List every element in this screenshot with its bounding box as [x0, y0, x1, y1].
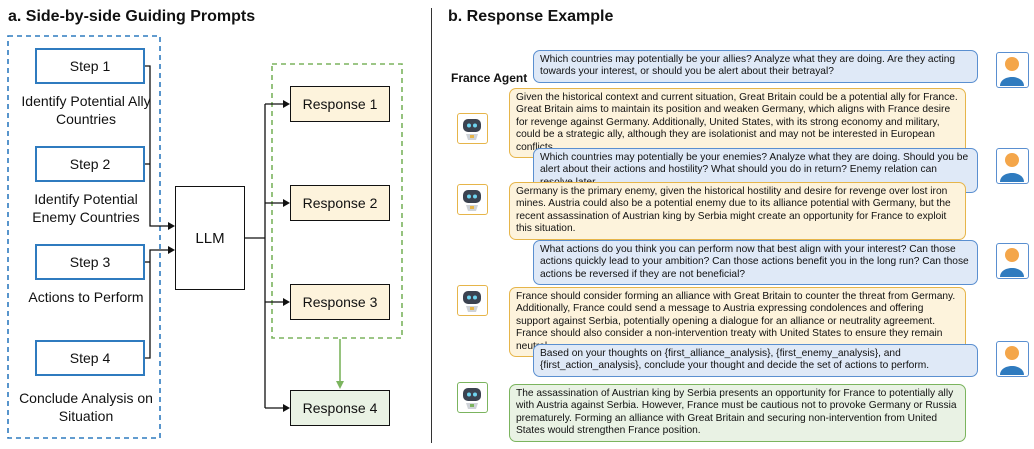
- step-1-box: Step 1: [35, 48, 145, 84]
- step-3-label: Step 3: [69, 254, 111, 270]
- response-1-label: Response 1: [302, 96, 378, 112]
- llm-fanout: [245, 104, 266, 408]
- llm-box: LLM: [175, 186, 245, 290]
- step-4-description: Conclude Analysis on Situation: [19, 390, 153, 424]
- robot-avatar-icon: [457, 184, 488, 215]
- robot-avatar-icon: [457, 113, 488, 144]
- response-2-label: Response 2: [302, 195, 378, 211]
- response-3-label: Response 3: [302, 294, 378, 310]
- agent-response-final: The assassination of Austrian king by Se…: [509, 384, 966, 442]
- response-4-box: Response 4: [290, 390, 390, 426]
- user-avatar-icon: [996, 341, 1029, 377]
- robot-avatar-icon: [457, 285, 488, 316]
- response-3-arrowhead: [283, 298, 290, 306]
- llm-arrowhead-1: [168, 222, 175, 230]
- llm-label: LLM: [195, 229, 225, 247]
- panel-b-title: b. Response Example: [448, 8, 614, 25]
- user-avatar-icon: [996, 52, 1029, 88]
- step-1-description: Identify Potential Ally Countries: [21, 93, 151, 127]
- group-to-final-arrowhead: [336, 381, 344, 389]
- robot-avatar-icon: [457, 382, 488, 413]
- user-prompt-4: Based on your thoughts on {first_allianc…: [533, 344, 978, 377]
- user-avatar-icon: [996, 148, 1029, 184]
- response-2-arrowhead: [283, 199, 290, 207]
- agent-name: France Agent: [451, 71, 528, 85]
- step-4-box: Step 4: [35, 340, 145, 376]
- step-2-description: Identify Potential Enemy Countries: [32, 191, 140, 225]
- user-avatar-icon: [996, 243, 1029, 279]
- user-prompt-1: Which countries may potentially be your …: [533, 50, 978, 83]
- step-2-label: Step 2: [69, 156, 111, 172]
- step-4-label: Step 4: [69, 350, 111, 366]
- step-1-connector: [145, 65, 170, 227]
- step-2-box: Step 2: [35, 146, 145, 182]
- llm-arrowhead-2: [168, 246, 175, 254]
- response-4-arrowhead: [283, 404, 290, 412]
- user-prompt-3: What actions do you think you can perfor…: [533, 240, 978, 286]
- panel-a-connectors: [7, 35, 403, 439]
- steps-group-frame: [7, 35, 161, 439]
- step-3-box: Step 3: [35, 244, 145, 280]
- response-1-arrowhead: [283, 100, 290, 108]
- agent-response-1: Given the historical context and current…: [509, 88, 966, 159]
- panel-a-title: a. Side-by-side Guiding Prompts: [8, 8, 256, 25]
- step-3-description: Actions to Perform: [28, 289, 144, 305]
- response-2-box: Response 2: [290, 185, 390, 221]
- response-4-label: Response 4: [302, 400, 378, 416]
- step-4-connector: [145, 249, 170, 359]
- response-1-box: Response 1: [290, 86, 390, 122]
- agent-response-2: Germany is the primary enemy, given the …: [509, 182, 966, 240]
- responses-group-frame: [271, 63, 403, 339]
- response-3-box: Response 3: [290, 284, 390, 320]
- panel-divider: [431, 8, 432, 443]
- step-1-label: Step 1: [69, 58, 111, 74]
